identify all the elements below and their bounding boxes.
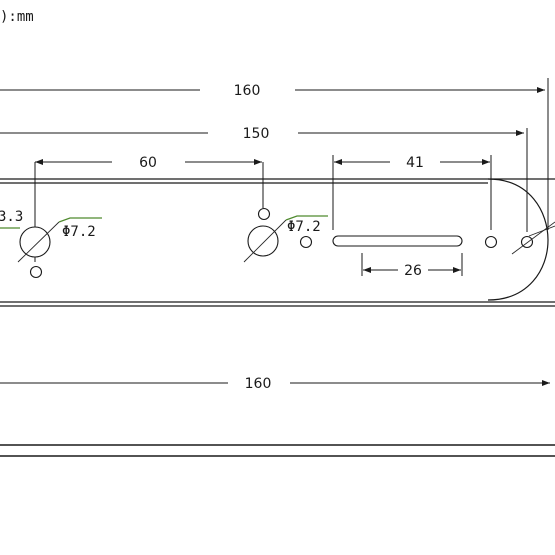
dimension-label-26: 26 xyxy=(404,263,422,279)
plate-outline xyxy=(0,178,555,307)
right-end-hole xyxy=(511,221,555,255)
dimension-label-41: 41 xyxy=(406,155,424,171)
dimension-label-150: 150 xyxy=(243,126,270,142)
dimension-slot-length-26: 26 xyxy=(361,253,463,279)
dimension-label-160-bottom: 160 xyxy=(245,376,272,392)
small-hole-left xyxy=(299,235,313,249)
dimension-label-60: 60 xyxy=(139,155,157,171)
dimension-hole-to-hole-150: 150 xyxy=(0,126,528,232)
units-note: ):mm xyxy=(0,9,34,25)
left-jack-diameter: Φ7.2 xyxy=(62,224,96,240)
plate-side-view xyxy=(0,444,555,457)
switch-slot xyxy=(332,235,463,247)
dimension-overall-bottom: 160 xyxy=(0,376,550,392)
edge-cut-label: 3.3 xyxy=(0,209,23,225)
left-jack-hole: Φ7.2 xyxy=(17,217,102,279)
dimension-label-160-top: 160 xyxy=(234,83,261,99)
middle-jack-diameter: Φ7.2 xyxy=(287,219,321,235)
dimension-slot-to-hole-41: 41 xyxy=(332,155,492,230)
dimension-hole-spacing-60: 60 xyxy=(34,155,264,262)
dimension-overall-top: 160 xyxy=(0,78,549,230)
small-hole-right xyxy=(484,235,498,249)
middle-jack-hole: Φ7.2 xyxy=(243,207,328,263)
edge-cut-annotation: 3.3 xyxy=(0,209,23,229)
